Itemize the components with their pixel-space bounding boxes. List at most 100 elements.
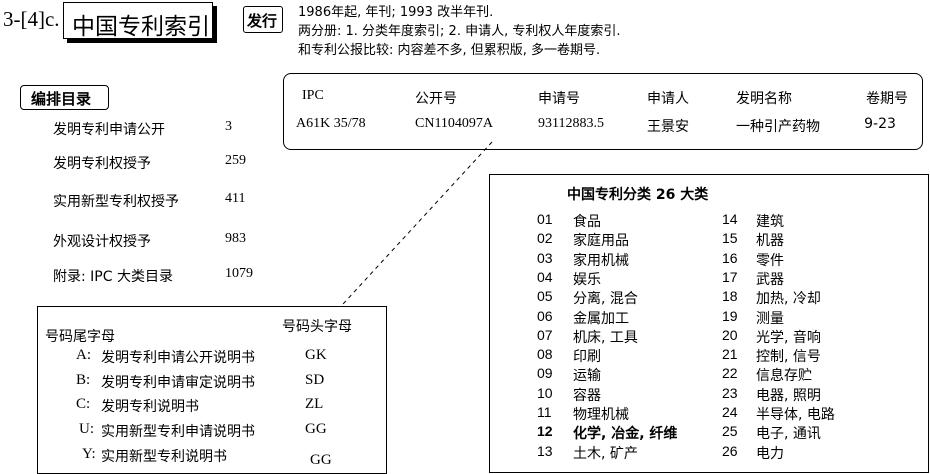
contents-item-label: 发明专利权授予	[53, 156, 151, 172]
class-name: 电器, 照明	[756, 387, 821, 404]
page-title: 中国专利索引	[72, 14, 210, 40]
section-number: 3-[4]c.	[3, 7, 60, 31]
code-prefix: GG	[310, 452, 332, 468]
class-number: 23	[722, 384, 738, 401]
class-name: 半导体, 电路	[756, 407, 835, 423]
class-name: 家用机械	[573, 252, 629, 269]
note-line: 1986年起, 年刊; 1993 改半年刊.	[298, 5, 494, 20]
class-number: 04	[537, 268, 553, 285]
class-number: 11	[537, 404, 552, 420]
code-desc: 发明专利说明书	[101, 399, 199, 415]
note-line: 两分册: 1. 分类年度索引; 2. 申请人, 专利权人年度索引.	[298, 24, 621, 39]
class-number: 21	[722, 346, 738, 363]
class-number: 25	[722, 423, 738, 440]
record-header: 申请号	[538, 91, 580, 107]
class-name: 控制, 信号	[756, 349, 821, 366]
class-number: 22	[722, 365, 738, 382]
class-name: 化学, 冶金, 纤维	[573, 426, 678, 443]
suffix-title: 号码尾字母	[45, 329, 115, 345]
contents-item-label: 发明专利申请公开	[53, 122, 165, 138]
contents-item-page: 1079	[225, 266, 253, 281]
class-name: 加热, 冷却	[756, 291, 821, 308]
code-suffix: U:	[79, 421, 94, 437]
contents-item-label: 附录: IPC 大类目录	[53, 269, 173, 285]
class-number: 05	[537, 288, 553, 305]
contents-badge-label: 编排目录	[31, 90, 92, 108]
class-title: 中国专利分类 26 大类	[567, 187, 709, 203]
record-header: IPC	[302, 88, 324, 103]
class-name: 容器	[573, 387, 601, 404]
class-name: 机床, 工具	[573, 329, 638, 346]
class-number: 14	[722, 211, 738, 227]
code-desc: 发明专利申请审定说明书	[101, 375, 255, 391]
record-header: 发明名称	[736, 91, 792, 107]
code-suffix: A:	[76, 347, 91, 363]
code-prefix: GK	[305, 347, 327, 363]
class-name: 机器	[756, 233, 784, 250]
record-header: 卷期号	[866, 91, 908, 107]
class-number: 17	[722, 268, 738, 285]
record-value: 王景安	[647, 119, 689, 135]
class-name: 零件	[756, 252, 784, 269]
code-desc: 实用新型专利申请说明书	[101, 424, 255, 440]
issue-badge: 发行	[243, 6, 283, 33]
class-number: 24	[722, 404, 738, 420]
contents-item-page: 259	[225, 153, 246, 168]
class-number: 15	[722, 230, 738, 247]
class-name: 电子, 通讯	[756, 426, 821, 443]
class-name: 土木, 矿产	[573, 445, 638, 462]
code-prefix: GG	[305, 421, 327, 437]
class-name: 金属加工	[573, 310, 629, 327]
issue-badge-label: 发行	[247, 12, 278, 30]
code-desc: 发明专利申请公开说明书	[101, 350, 255, 366]
class-number: 07	[537, 326, 553, 343]
class-name: 建筑	[756, 214, 784, 230]
class-name: 分离, 混合	[573, 291, 638, 308]
class-number: 18	[722, 288, 738, 305]
class-number: 02	[537, 230, 553, 247]
class-number: 13	[537, 442, 553, 459]
class-name: 印刷	[573, 349, 601, 366]
code-prefix: SD	[305, 372, 325, 388]
class-box	[489, 174, 929, 473]
code-suffix: Y:	[82, 446, 96, 462]
class-name: 娱乐	[573, 271, 601, 288]
class-number: 19	[722, 307, 738, 324]
code-desc: 实用新型专利说明书	[101, 449, 227, 465]
code-suffix: B:	[76, 372, 91, 388]
class-name: 物理机械	[573, 407, 629, 423]
record-value: CN1104097A	[415, 116, 494, 131]
class-number: 09	[537, 365, 553, 382]
class-name: 测量	[756, 310, 784, 327]
record-header: 公开号	[415, 91, 457, 107]
class-name: 运输	[573, 368, 601, 385]
class-number: 01	[537, 211, 553, 227]
class-number: 08	[537, 346, 553, 363]
class-name: 信息存贮	[756, 368, 812, 385]
record-value: A61K 35/78	[296, 116, 366, 131]
class-name: 光学, 音响	[756, 329, 821, 346]
class-name: 食品	[573, 214, 601, 230]
contents-item-label: 实用新型专利权授予	[53, 194, 179, 210]
contents-item-page: 411	[225, 191, 246, 206]
class-number: 06	[537, 307, 553, 324]
class-number: 03	[537, 249, 553, 266]
notes: 1986年起, 年刊; 1993 改半年刊. 两分册: 1. 分类年度索引; 2…	[298, 3, 621, 60]
record-value: 93112883.5	[538, 116, 604, 131]
record-value: 9-23	[864, 116, 896, 132]
record-header: 申请人	[647, 91, 689, 107]
prefix-title: 号码头字母	[282, 316, 352, 336]
class-name: 家庭用品	[573, 233, 629, 250]
class-name: 电力	[756, 445, 784, 462]
contents-badge: 编排目录	[20, 85, 109, 110]
contents-item-label: 外观设计权授予	[53, 234, 151, 250]
note-line: 和专利公报比较: 内容差不多, 但累积版, 多一卷期号.	[298, 43, 601, 58]
class-number: 10	[537, 384, 553, 401]
class-name: 武器	[756, 271, 784, 288]
contents-item-page: 983	[225, 231, 246, 246]
contents-item-page: 3	[225, 119, 232, 134]
class-number: 16	[722, 249, 738, 266]
code-prefix: ZL	[305, 396, 324, 412]
class-number: 26	[722, 442, 738, 459]
class-number: 20	[722, 326, 738, 343]
